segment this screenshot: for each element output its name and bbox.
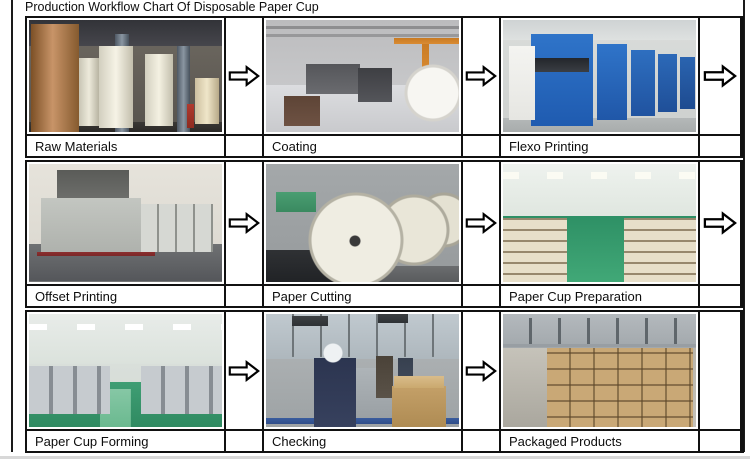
photo-cell-checking <box>264 312 461 429</box>
arrow-cell <box>463 312 499 429</box>
empty-cell <box>226 286 262 306</box>
empty-cell <box>463 431 499 451</box>
coating-photo <box>266 20 459 132</box>
paper-cutting-photo <box>266 164 459 282</box>
step-label-paper-cutting: Paper Cutting <box>264 286 461 306</box>
outer-right-border <box>743 0 745 452</box>
flexo-printing-photo <box>503 20 696 132</box>
paper-cup-forming-photo <box>29 314 222 427</box>
step-label-flexo-printing: Flexo Printing <box>501 136 698 156</box>
arrow-cell <box>226 18 262 134</box>
empty-cell <box>226 136 262 156</box>
arrow-cell <box>226 162 262 284</box>
photo-cell-paper-cup-forming <box>27 312 224 429</box>
workflow-row-3: Paper Cup Forming Checking Packaged Prod… <box>25 310 744 453</box>
right-arrow-icon <box>465 359 497 382</box>
empty-cell <box>700 286 740 306</box>
step-label-text: Raw Materials <box>35 138 118 154</box>
step-label-text: Paper Cutting <box>272 288 352 304</box>
step-label-coating: Coating <box>264 136 461 156</box>
step-label-checking: Checking <box>264 431 461 451</box>
right-arrow-icon <box>228 211 260 235</box>
step-label-offset-printing: Offset Printing <box>27 286 224 306</box>
empty-cell <box>463 286 499 306</box>
photo-cell-coating <box>264 18 461 134</box>
right-arrow-icon <box>228 359 260 382</box>
arrow-cell <box>463 18 499 134</box>
right-arrow-icon <box>465 211 497 235</box>
empty-cell <box>700 136 740 156</box>
right-arrow-icon <box>703 211 737 235</box>
step-label-paper-cup-forming: Paper Cup Forming <box>27 431 224 451</box>
empty-cell <box>226 431 262 451</box>
arrow-cell <box>226 312 262 429</box>
bottom-page-strip <box>0 456 750 459</box>
step-label-text: Offset Printing <box>35 288 118 304</box>
photo-cell-raw-materials <box>27 18 224 134</box>
page-title: Production Workflow Chart Of Disposable … <box>25 0 319 14</box>
step-label-text: Coating <box>272 138 317 154</box>
empty-cell <box>463 136 499 156</box>
packaged-products-photo <box>503 314 696 427</box>
paper-cup-preparation-photo <box>503 164 696 282</box>
row-end-arrow-cell <box>700 162 740 284</box>
step-label-text: Paper Cup Forming <box>35 433 149 449</box>
photo-cell-packaged-products <box>501 312 698 429</box>
step-label-packaged-products: Packaged Products <box>501 431 698 451</box>
checking-photo <box>266 314 459 427</box>
right-arrow-icon <box>703 64 737 88</box>
offset-printing-photo <box>29 164 222 282</box>
step-label-raw-materials: Raw Materials <box>27 136 224 156</box>
workflow-row-2: Offset Printing Paper Cutting Paper Cup … <box>25 160 744 308</box>
right-arrow-icon <box>228 64 260 88</box>
photo-cell-flexo-printing <box>501 18 698 134</box>
step-label-text: Checking <box>272 433 327 449</box>
step-label-text: Packaged Products <box>509 433 622 449</box>
step-label-text: Paper Cup Preparation <box>509 288 642 304</box>
right-arrow-icon <box>465 64 497 88</box>
step-label-text: Flexo Printing <box>509 138 589 154</box>
row-end-arrow-cell <box>700 18 740 134</box>
photo-cell-paper-cutting <box>264 162 461 284</box>
raw-materials-photo <box>29 20 222 132</box>
photo-cell-paper-cup-preparation <box>501 162 698 284</box>
empty-cell <box>700 431 740 451</box>
photo-cell-offset-printing <box>27 162 224 284</box>
empty-end-cell <box>700 312 740 429</box>
arrow-cell <box>463 162 499 284</box>
step-label-paper-cup-preparation: Paper Cup Preparation <box>501 286 698 306</box>
outer-left-border <box>11 0 13 452</box>
workflow-row-1: Raw Materials Coating Flexo Printing <box>25 16 744 158</box>
